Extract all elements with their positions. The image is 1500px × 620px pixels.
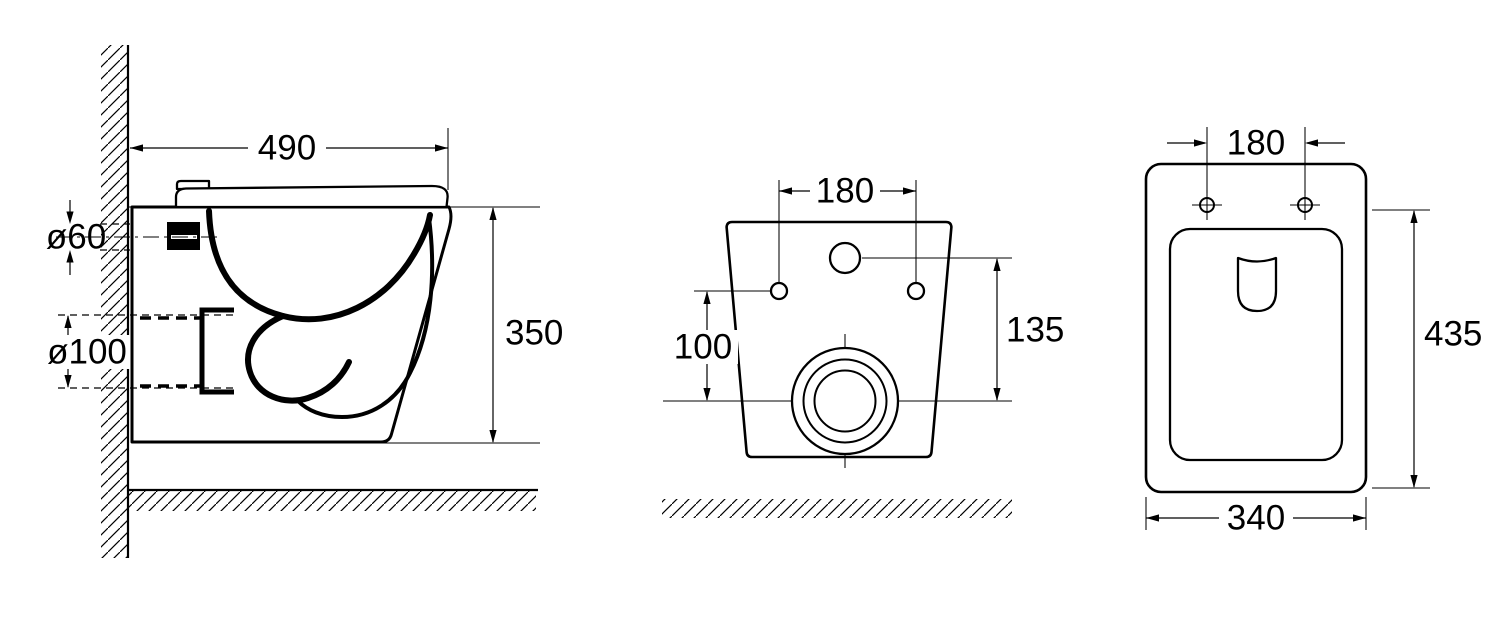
rear-view: 180 100 135 (662, 172, 1064, 518)
rear-inlet-height-label: 135 (1006, 311, 1064, 350)
seat-opening (1168, 227, 1344, 462)
dim-350: 350 (489, 207, 563, 443)
side-view: 490 ø60 ø100 350 (44, 45, 563, 558)
rear-ground-hatch (662, 499, 1012, 518)
left-bolt-hole (1192, 190, 1222, 220)
rear-outlet-height-label: 100 (674, 328, 732, 367)
front-inner-wall (296, 216, 435, 420)
top-width-label: 340 (1227, 499, 1285, 538)
dim-340: 340 (1145, 497, 1367, 538)
toilet-side-profile (130, 205, 453, 444)
top-view: 180 435 340 (1144, 124, 1482, 538)
water-inlet-hole (828, 241, 862, 275)
flush-inlet (1236, 256, 1278, 313)
top-depth-label: 435 (1424, 315, 1482, 354)
left-fixing-hole (769, 281, 789, 301)
bowl-interior-curve (206, 208, 433, 323)
trapway-curve (245, 313, 352, 404)
outlet-spigot (199, 307, 234, 395)
side-inlet-diameter-label: ø60 (46, 218, 106, 257)
floor-hatch (129, 491, 536, 511)
dim-135: 135 (862, 257, 1064, 401)
side-depth-label: 490 (258, 129, 316, 168)
right-bolt-hole (1290, 190, 1320, 220)
dim-435: 435 (1372, 209, 1482, 489)
drain-outlet-circles (790, 346, 900, 456)
side-outlet-diameter-label: ø100 (47, 333, 127, 372)
seat-hinge (175, 179, 211, 191)
dim-100: 100 (668, 290, 770, 401)
rear-hole-spacing-label: 180 (816, 172, 874, 211)
dim-o60: ø60 (46, 200, 218, 275)
dim-o100: ø100 (44, 314, 237, 389)
outlet-pipe (140, 316, 200, 388)
right-fixing-hole (906, 281, 926, 301)
wall-hatch (101, 45, 128, 558)
seat-lid (174, 184, 449, 209)
dim-490: 490 (130, 128, 449, 190)
dim-180-top: 180 (1167, 124, 1345, 193)
top-hole-spacing-label: 180 (1227, 124, 1285, 163)
dim-180-rear: 180 (778, 172, 917, 283)
side-height-label: 350 (505, 314, 563, 353)
